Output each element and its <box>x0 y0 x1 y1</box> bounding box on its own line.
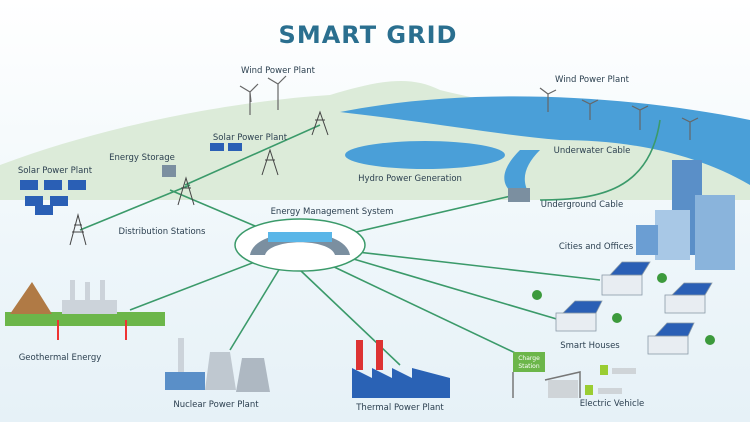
page-title: SMART GRID <box>279 21 458 49</box>
hill <box>0 80 750 200</box>
label-cities: Cities and Offices <box>559 242 634 252</box>
label-energy-storage: Energy Storage <box>109 153 175 163</box>
label-wind-left: Wind Power Plant <box>241 66 316 76</box>
charge-station: Charge Station <box>512 352 581 398</box>
charge-label-1: Charge <box>518 355 540 362</box>
solar-panels-left <box>20 180 86 215</box>
label-hydro: Hydro Power Generation <box>358 174 462 184</box>
label-solar-left: Solar Power Plant <box>18 166 93 176</box>
sea <box>340 96 750 185</box>
grid-wires <box>79 119 661 366</box>
lake <box>345 141 505 169</box>
label-smart-houses: Smart Houses <box>560 341 620 351</box>
city-buildings <box>636 160 735 270</box>
electric-vehicles <box>585 365 636 395</box>
river <box>504 150 540 195</box>
label-wind-right: Wind Power Plant <box>555 75 630 85</box>
wind-turbines <box>239 75 699 140</box>
underground-cable-box <box>508 188 530 202</box>
nuclear-plant <box>165 338 270 392</box>
label-distribution: Distribution Stations <box>119 227 207 237</box>
label-underwater-cable: Underwater Cable <box>554 146 631 156</box>
charge-label-2: Station <box>518 363 540 370</box>
label-nuclear: Nuclear Power Plant <box>173 400 259 410</box>
label-solar-center: Solar Power Plant <box>213 133 288 143</box>
pylons <box>69 110 329 246</box>
smart-houses <box>555 261 713 355</box>
label-thermal: Thermal Power Plant <box>355 403 444 413</box>
energy-management-system[interactable] <box>234 218 366 272</box>
solar-panels-center <box>210 143 242 151</box>
thermal-plant <box>352 340 450 398</box>
trees <box>532 273 715 345</box>
energy-storage-unit <box>162 165 176 177</box>
label-electric-vehicle: Electric Vehicle <box>580 399 645 409</box>
label-ems: Energy Management System <box>271 207 394 217</box>
label-geothermal: Geothermal Energy <box>19 353 102 363</box>
label-underground-cable: Underground Cable <box>541 200 624 210</box>
geothermal-plant <box>5 280 165 340</box>
